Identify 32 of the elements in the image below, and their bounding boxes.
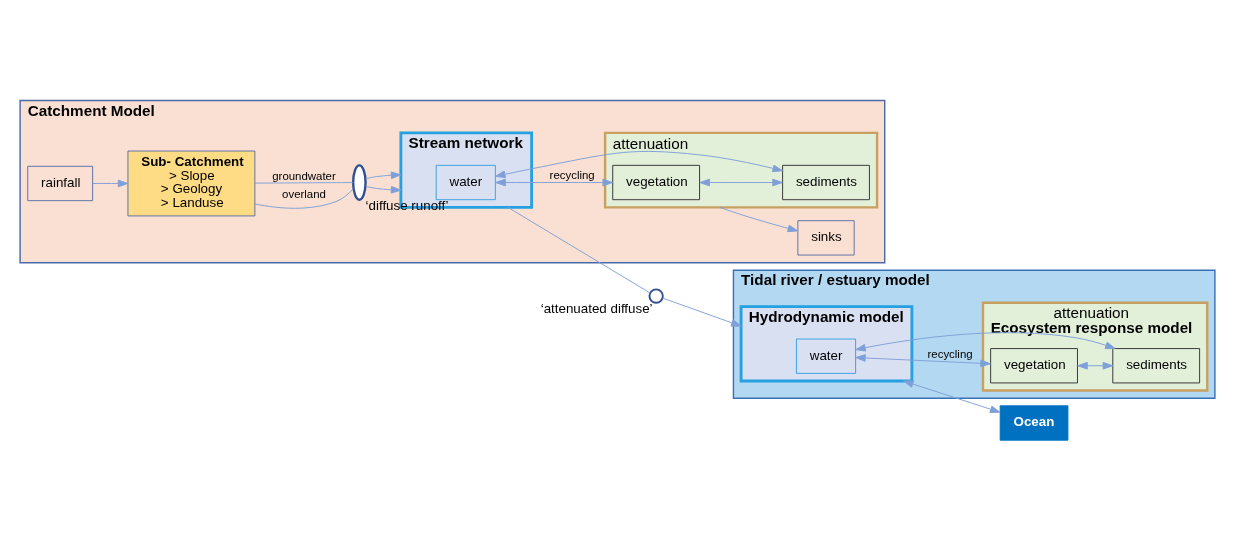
connector [254, 182, 354, 184]
node-box: sinks [797, 220, 855, 256]
edge-label: groundwater [272, 170, 336, 183]
node-box: water [435, 164, 496, 201]
node-box: vegetation [612, 164, 701, 201]
arrow [855, 354, 991, 368]
connector [254, 188, 354, 209]
arrow [365, 185, 402, 194]
edge-label: recycling [549, 169, 595, 182]
arrow [662, 297, 742, 327]
node-box: rainfall [27, 165, 94, 202]
node-box: Ocean [999, 405, 1069, 441]
node-box: sediments [782, 164, 870, 201]
node-circle [648, 288, 664, 304]
node-box: sediments [1112, 348, 1201, 384]
arrow [699, 178, 783, 187]
node-box: vegetation [990, 348, 1078, 384]
edge-label: recycling [927, 347, 973, 360]
arrow [719, 206, 799, 233]
arrow [1077, 361, 1114, 370]
node-box: water [795, 338, 857, 374]
arrow [855, 332, 1116, 352]
arrow [495, 178, 613, 187]
node-ellipse [351, 164, 367, 201]
edge-label: overland [282, 188, 326, 201]
node-label: ‘attenuated diffuse’ [540, 301, 653, 317]
arrow [365, 171, 402, 180]
arrow [903, 380, 1001, 413]
arrow [495, 150, 783, 179]
connector [507, 206, 651, 294]
arrow [92, 179, 129, 188]
node-box: Sub- Catchment > Slope > Geology > Landuse [127, 150, 256, 217]
